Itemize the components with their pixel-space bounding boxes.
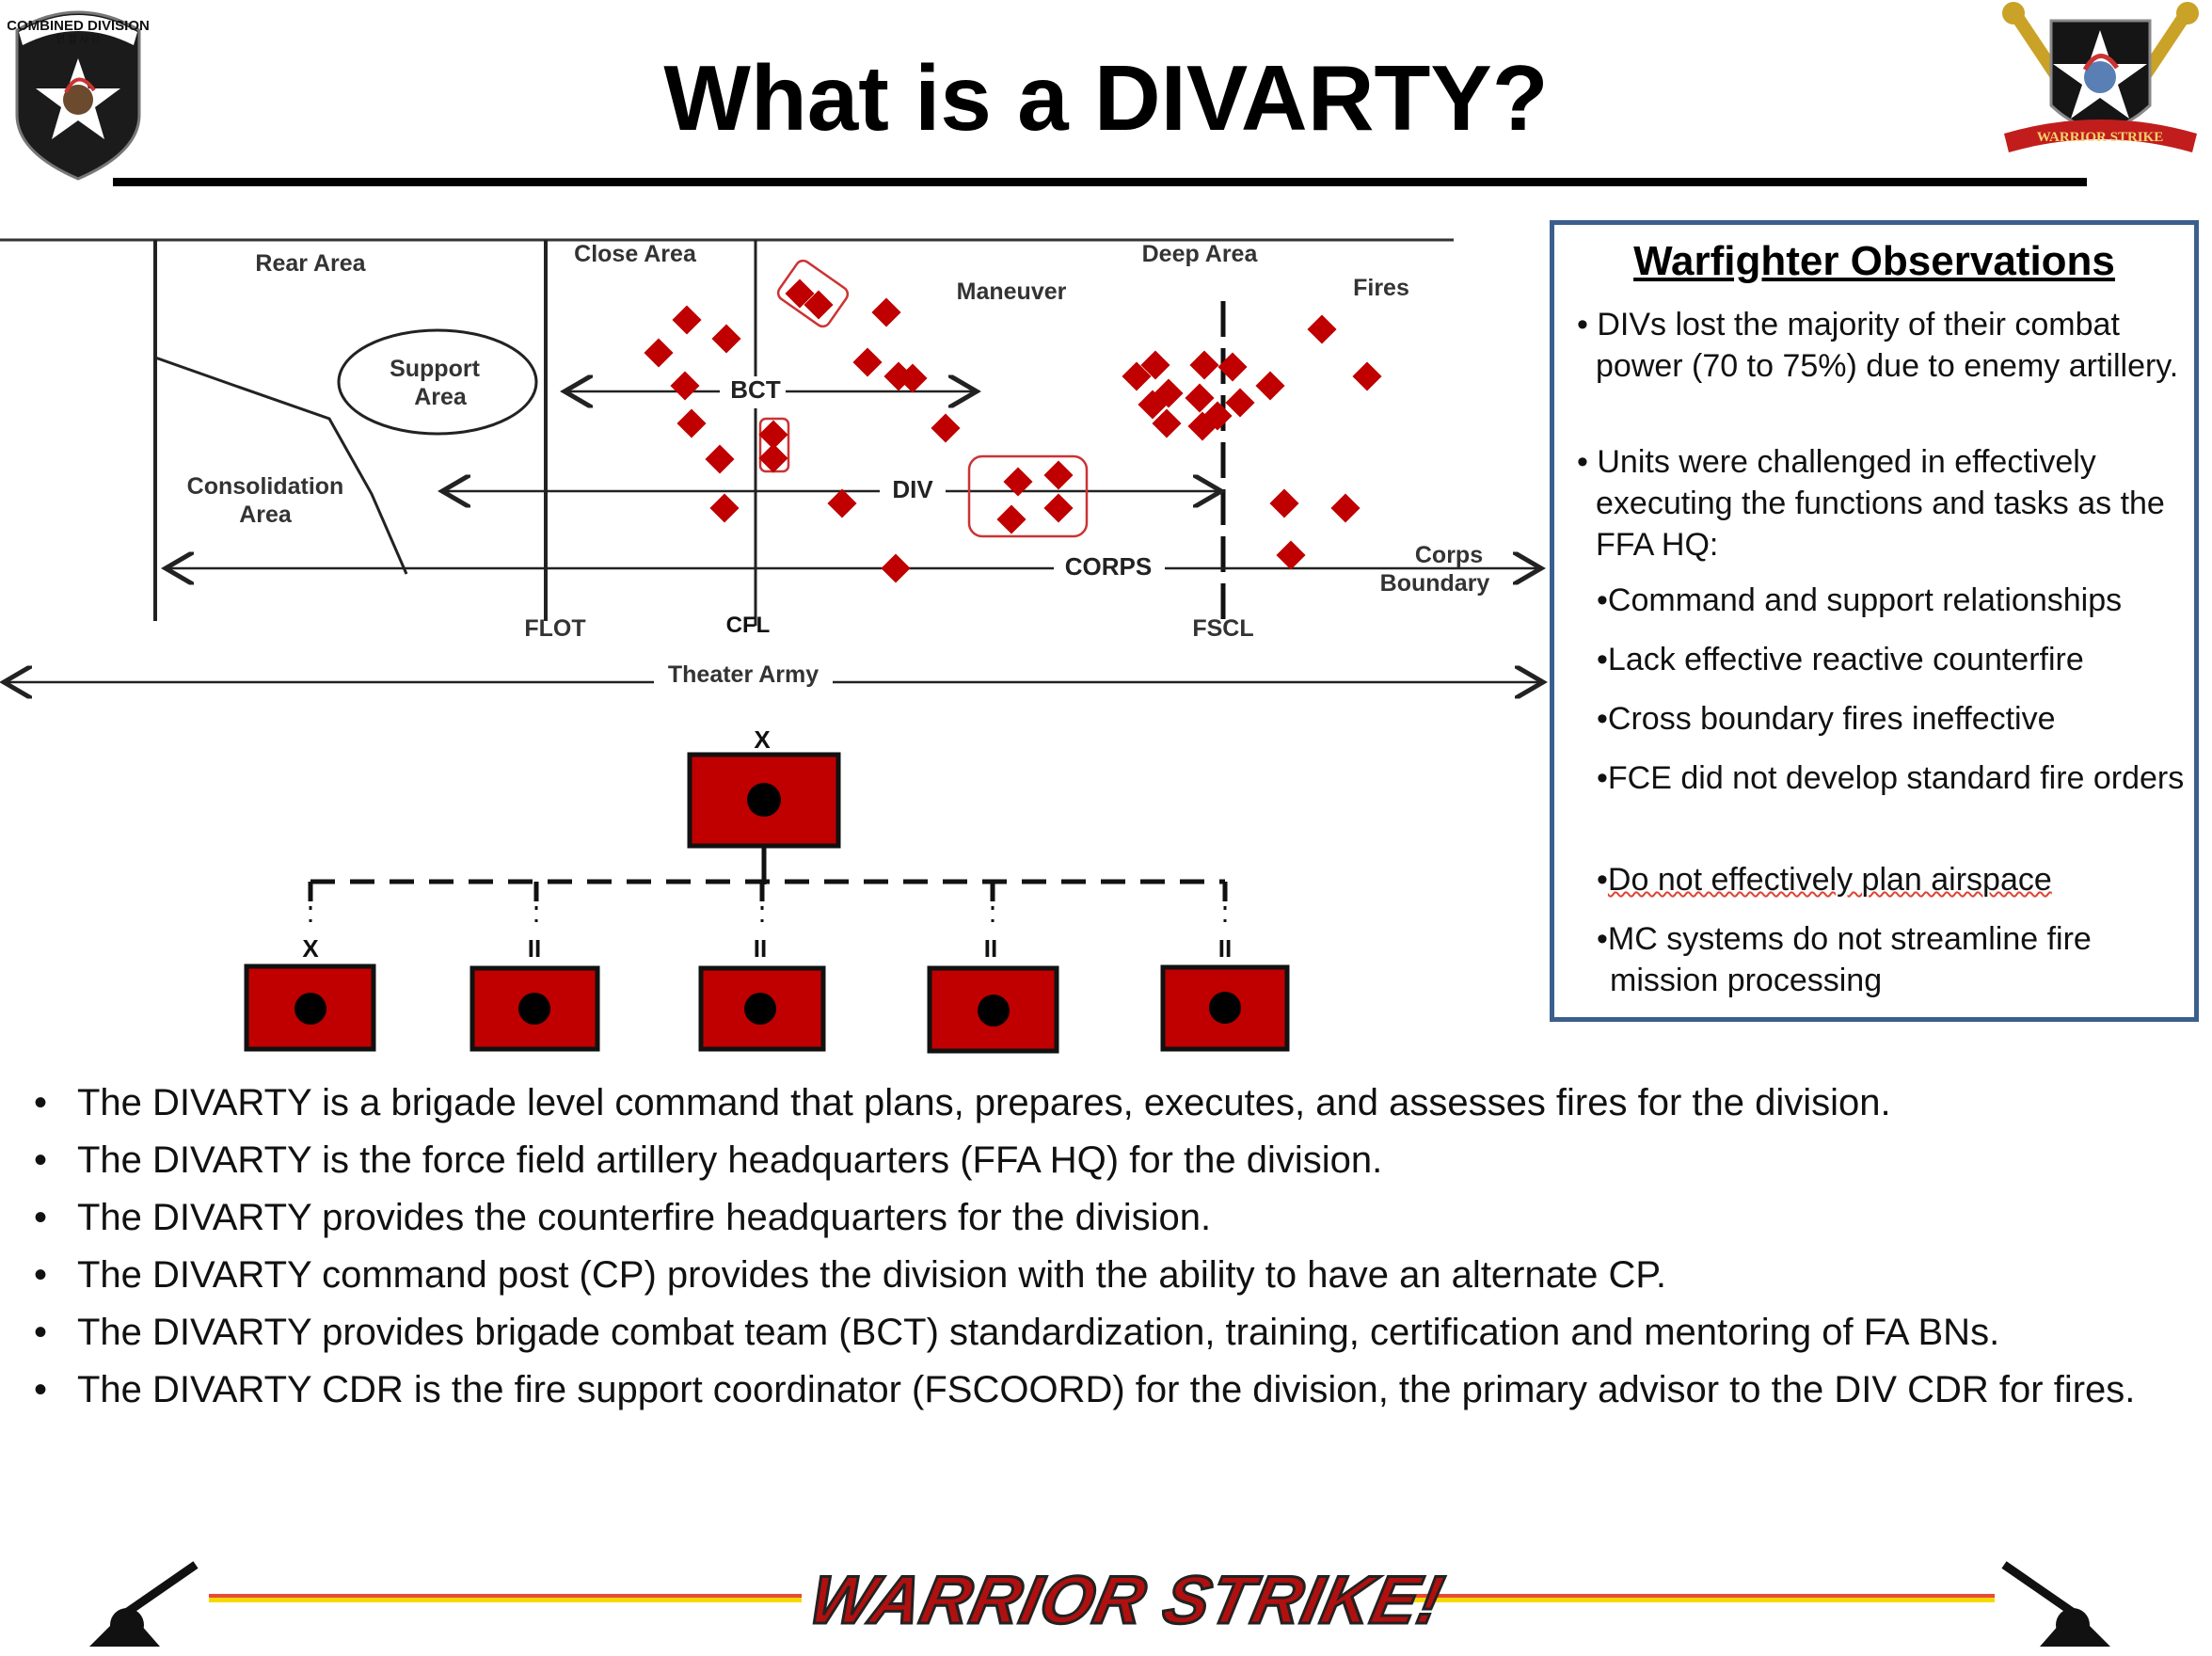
bullet-item: •The DIVARTY provides the counterfire he…	[34, 1197, 1212, 1238]
observation-sub-item: •Command and support relationships	[1597, 582, 2123, 618]
observation-sub-item: •Cross boundary fires ineffective	[1597, 701, 2056, 737]
deep-area-label: Deep Area	[1142, 241, 1259, 267]
support-area-ellipse	[337, 328, 538, 436]
bullet-item: •The DIVARTY is a brigade level command …	[34, 1082, 1891, 1123]
warrior-strike-logo: WARRIOR STRIKE!	[802, 1562, 1452, 1640]
top-echelon-label: X	[754, 725, 771, 754]
right-banner-text: WARRIOR STRIKE	[2037, 130, 2164, 145]
bct-label: BCT	[730, 375, 781, 404]
rear-area-label: Rear Area	[255, 250, 366, 277]
combined-division-logo: COMBINED DIVISION 연 합 사 단	[7, 2, 150, 181]
observation-sub-item: •Lack effective reactive counterfire	[1597, 642, 2084, 677]
left-badge-korean: 연 합 사 단	[56, 34, 100, 45]
flot-label: FLOT	[524, 615, 585, 642]
bullet-item: •The DIVARTY is the force field artiller…	[34, 1139, 1383, 1181]
right-howitzer-icon	[1993, 1557, 2115, 1656]
div-label: DIV	[892, 475, 933, 503]
maneuver-label: Maneuver	[957, 279, 1067, 305]
bullet-item: •The DIVARTY provides brigade combat tea…	[34, 1312, 2000, 1353]
child-echelon-label: II	[984, 934, 997, 963]
footer-stripe-left	[209, 1594, 802, 1602]
warfighter-observations-box: Warfighter Observations • DIVs lost the …	[1550, 220, 2199, 1022]
observation-sub-item: •Do not effectively plan airspace	[1597, 862, 2052, 898]
child-echelon-label: II	[1218, 934, 1232, 963]
observation-item: • Units were challenged in effectively e…	[1577, 444, 2165, 563]
fscl-label: FSCL	[1192, 615, 1253, 642]
highlighted-unit-groups	[758, 259, 1089, 538]
cfl-label: CFL	[726, 613, 771, 638]
observation-sub-item: •FCE did not develop standard fire order…	[1597, 760, 2185, 796]
page-title: What is a DIVARTY?	[663, 46, 1549, 150]
unit-symbol	[1160, 964, 1290, 1052]
footer-stripe-right	[1392, 1594, 1995, 1602]
left-badge-text: COMBINED DIVISION	[8, 18, 149, 34]
corps-label: CORPS	[1065, 552, 1152, 581]
fires-label: Fires	[1353, 275, 1409, 301]
observation-sub-item: •MC systems do not streamline fire missi…	[1597, 921, 2092, 998]
divarty-org-chart: X X II II II II	[244, 725, 1290, 1054]
unit-symbol	[244, 963, 376, 1052]
bullet-item: •The DIVARTY CDR is the fire support coo…	[34, 1369, 2136, 1410]
divarty-bullet-list: •The DIVARTY is a brigade level command …	[34, 1082, 2179, 1429]
consolidation-boundary	[154, 356, 408, 575]
child-echelon-label: II	[528, 934, 541, 963]
observations-title: Warfighter Observations	[1633, 238, 2115, 284]
battlefield-framework-diagram: Rear Area Close Area Deep Area Maneuver …	[0, 238, 1552, 706]
theater-army-label: Theater Army	[668, 661, 819, 688]
observation-item: • DIVs lost the majority of their combat…	[1577, 307, 2179, 384]
bullet-item: •The DIVARTY command post (CP) provides …	[34, 1254, 1666, 1296]
left-howitzer-icon	[85, 1557, 207, 1656]
title-divider	[113, 178, 2087, 186]
close-area-label: Close Area	[574, 241, 697, 267]
child-echelon-label: II	[754, 934, 767, 963]
child-echelon-label: X	[302, 934, 319, 963]
warrior-strike-crest: WARRIOR STRIKE	[1995, 2, 2206, 162]
